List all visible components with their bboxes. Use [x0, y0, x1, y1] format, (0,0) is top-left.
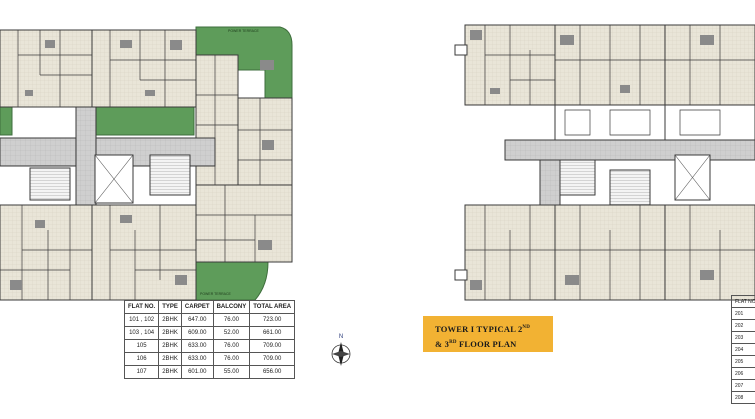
- table-row: 206: [730, 367, 755, 380]
- table-header-row: FLAT NO. TYPE CARPET BALCONY TOTAL AREA: [123, 300, 296, 314]
- north-arrow: N: [326, 330, 356, 370]
- landscape-area-left: [0, 106, 13, 136]
- right-plan: [454, 24, 755, 301]
- area-table: FLAT NO. TYPE CARPET BALCONY TOTAL AREA …: [123, 300, 296, 379]
- table-row: 203: [730, 331, 755, 344]
- table-row: 205: [730, 355, 755, 368]
- terrace-label-top: POWER TERRACE: [228, 29, 259, 33]
- table-row: 208: [730, 391, 755, 404]
- landscape-area-mid: [93, 106, 195, 136]
- north-label: N: [339, 334, 343, 340]
- staircase: [149, 154, 191, 196]
- area-table-right: FLAT NO. 201 202 203 204 205 206 207 208: [730, 295, 755, 404]
- plan-title: TOWER I TYPICAL 2ND & 3RD FLOOR PLAN: [423, 316, 553, 352]
- table-row: 204: [730, 343, 755, 356]
- left-plan: [0, 26, 293, 301]
- title-line1: TOWER I TYPICAL 2: [435, 323, 523, 334]
- table-row: 202: [730, 319, 755, 332]
- north-arrow-icon: N: [331, 334, 351, 366]
- corridor-right: [504, 139, 755, 161]
- title-line2: & 3: [435, 338, 450, 349]
- terrace-label-bottom: POWER TERRACE: [200, 292, 231, 296]
- table-row: 207: [730, 379, 755, 392]
- table-row: 201: [730, 307, 755, 320]
- lift-core-right: [559, 159, 596, 196]
